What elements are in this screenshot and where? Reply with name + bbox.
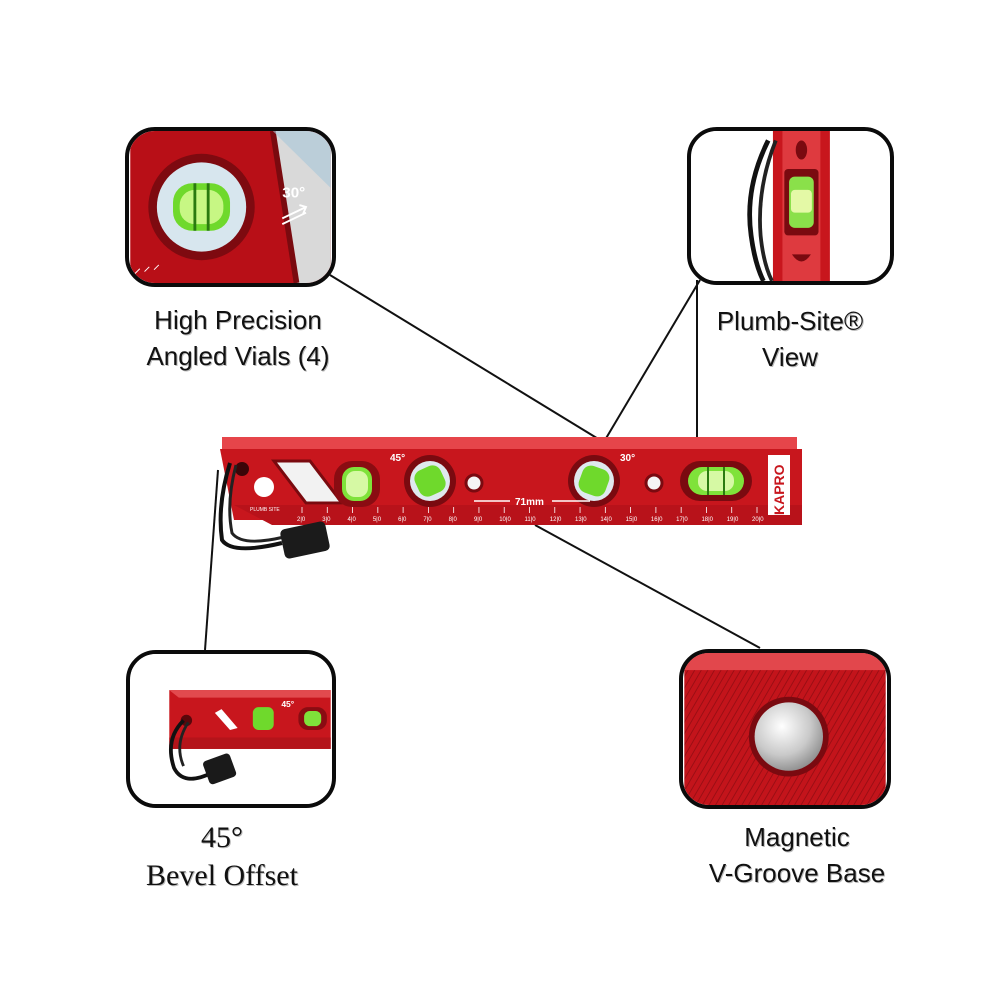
scale-tick-label: 2|0 [297,517,306,523]
callout-plumb-site [687,127,894,285]
scale-tick-label: 13|0 [575,517,587,523]
torpedo-level: KAPRO 45° 30° 71mm PLUMB SITE 2|0 3|0 4|0 5… [218,437,802,559]
scale-tick-label: 8|0 [449,517,458,523]
label-magnetic-base: Magnetic V-Groove Base [708,822,886,888]
scale-tick-label: 15|0 [626,517,638,523]
scale-tick-label: 20|0 [752,517,764,523]
label-plumb-site: Plumb-Site® View [716,306,864,372]
connector-plumb-1 [604,279,701,441]
callout-bevel-offset: 45° [126,650,336,808]
plumb-badge-text: PLUMB SITE [250,507,280,513]
angle-45-text: 45° [390,453,405,464]
scale-tick-label: 16|0 [651,517,663,523]
callout-magnetic-base [679,649,891,809]
bevel-offset-closeup: 45° [131,654,331,804]
scale-tick-label: 9|0 [474,517,483,523]
magnetic-base-closeup [684,653,886,805]
label-bevel-offset: 45° Bevel Offset [146,821,298,892]
spacing-label: 71mm [515,497,544,508]
scale-tick-label: 11|0 [525,517,537,523]
connector-precision [329,274,601,441]
precision-vial-closeup: 30° [130,131,331,283]
label-precision-vials: High Precision Angled Vials (4) [146,305,330,371]
callout-precision-vials: 30° [125,127,336,287]
precision-angle-text: 30° [282,185,305,202]
plumb-site-closeup [692,131,889,281]
connector-magnetic [534,524,761,649]
scale-ticks: 2|0 3|0 4|0 5|0 6|0 7|0 8|0 9|0 10|0 11|0 12|0 13|0… [297,507,764,523]
scale-tick-label: 4|0 [348,517,357,523]
scale-tick-label: 5|0 [373,517,382,523]
angle-30-text: 30° [620,453,635,464]
scale-tick-label: 18|0 [701,517,713,523]
scale-tick-label: 17|0 [676,517,688,523]
scale-tick-label: 3|0 [322,517,331,523]
scale-tick-label: 14|0 [600,517,612,523]
scale-tick-label: 7|0 [423,517,432,523]
scale-tick-label: 10|0 [499,517,511,523]
scale-tick-label: 19|0 [727,517,739,523]
connector-bevel [204,469,219,651]
scale-tick-label: 12|0 [550,517,562,523]
bevel-angle-text: 45° [281,699,294,709]
brand-text: KAPRO [771,464,787,515]
scale-tick-label: 6|0 [398,517,407,523]
